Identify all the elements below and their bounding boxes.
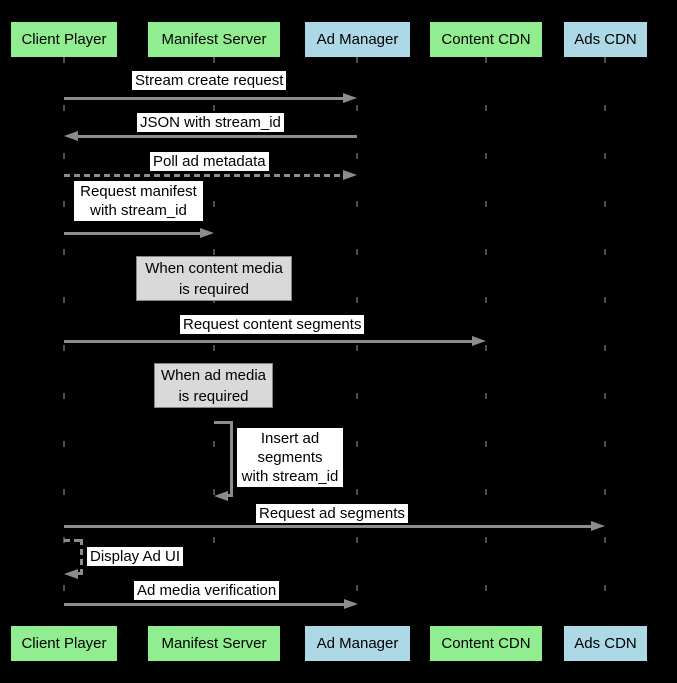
note-line: When content media [145,260,283,277]
message-label-poll-ad-metadata: Poll ad metadata [150,152,269,171]
arrowhead-right-icon [343,170,357,180]
actor-manifest-server-top: Manifest Server [148,22,280,57]
arrow-line-request-content-segments [64,340,474,343]
message-label-request-ad-segments: Request ad segments [256,504,408,523]
note-line: is required [178,281,250,298]
arrowhead-right-icon [472,336,486,346]
message-label-display-ad-ui: Display Ad UI [87,547,184,566]
actor-label: Manifest Server [161,635,267,652]
arrow-line-stream-create [64,97,345,100]
actor-ad-manager-bottom: Ad Manager [305,626,410,661]
arrow-line-request-manifest [64,232,202,235]
actor-label: Ads CDN [574,31,637,48]
note-line: When ad media [160,367,267,384]
label-line: Insert ad [260,430,320,447]
message-label-insert-ad-segments: Insert ad segments with stream_id [237,428,343,487]
message-label-stream-create: Stream create request [132,71,287,90]
self-loop-top-line [64,539,83,542]
actor-content-cdn-top: Content CDN [430,22,542,57]
note-line: is required [178,388,249,405]
arrowhead-left-icon [64,131,78,141]
arrowhead-right-icon [200,228,214,238]
actor-label: Manifest Server [161,31,267,48]
actor-label: Content CDN [441,635,531,652]
actor-content-cdn-bottom: Content CDN [430,626,542,661]
self-loop-right-line [80,539,83,575]
label-line: with stream_id [90,202,187,219]
arrowhead-right-icon [343,93,357,103]
label-line: segments [257,449,323,466]
arrow-line-ad-media-verification [64,603,346,606]
actor-label: Ad Manager [316,635,399,652]
arrow-line-json-stream-id [76,135,357,138]
arrowhead-left-icon [214,491,228,501]
actor-ad-manager-top: Ad Manager [305,22,410,57]
self-loop-right-line [230,421,233,497]
self-loop-bottom-line [226,494,233,497]
actor-label: Client Player [21,31,107,48]
label-line: with stream_id [241,468,339,485]
self-loop-bottom-line [77,572,83,575]
label-line: Request manifest [80,183,197,200]
arrow-line-poll-ad-metadata [64,174,343,177]
message-label-request-content-segments: Request content segments [180,315,365,334]
actor-client-player-top: Client Player [11,22,117,57]
lifeline-ads-cdn [604,57,606,626]
actor-label: Content CDN [441,31,531,48]
arrowhead-right-icon [591,521,605,531]
arrowhead-right-icon [344,599,358,609]
actor-label: Client Player [21,635,107,652]
self-loop-top-line [214,421,233,424]
note-when-ad-media: When ad media is required [154,363,273,408]
actor-ads-cdn-bottom: Ads CDN [564,626,647,661]
arrow-line-request-ad-segments [64,525,593,528]
message-label-ad-media-verification: Ad media verification [134,581,280,600]
arrowhead-left-icon [64,569,78,579]
actor-client-player-bottom: Client Player [11,626,117,661]
actor-label: Ad Manager [316,31,399,48]
actor-ads-cdn-top: Ads CDN [564,22,647,57]
message-label-request-manifest: Request manifest with stream_id [74,181,203,221]
actor-manifest-server-bottom: Manifest Server [148,626,280,661]
actor-label: Ads CDN [574,635,637,652]
note-when-content-media: When content media is required [136,256,292,301]
message-label-json-stream-id: JSON with stream_id [137,113,284,132]
lifeline-content-cdn [485,57,487,626]
